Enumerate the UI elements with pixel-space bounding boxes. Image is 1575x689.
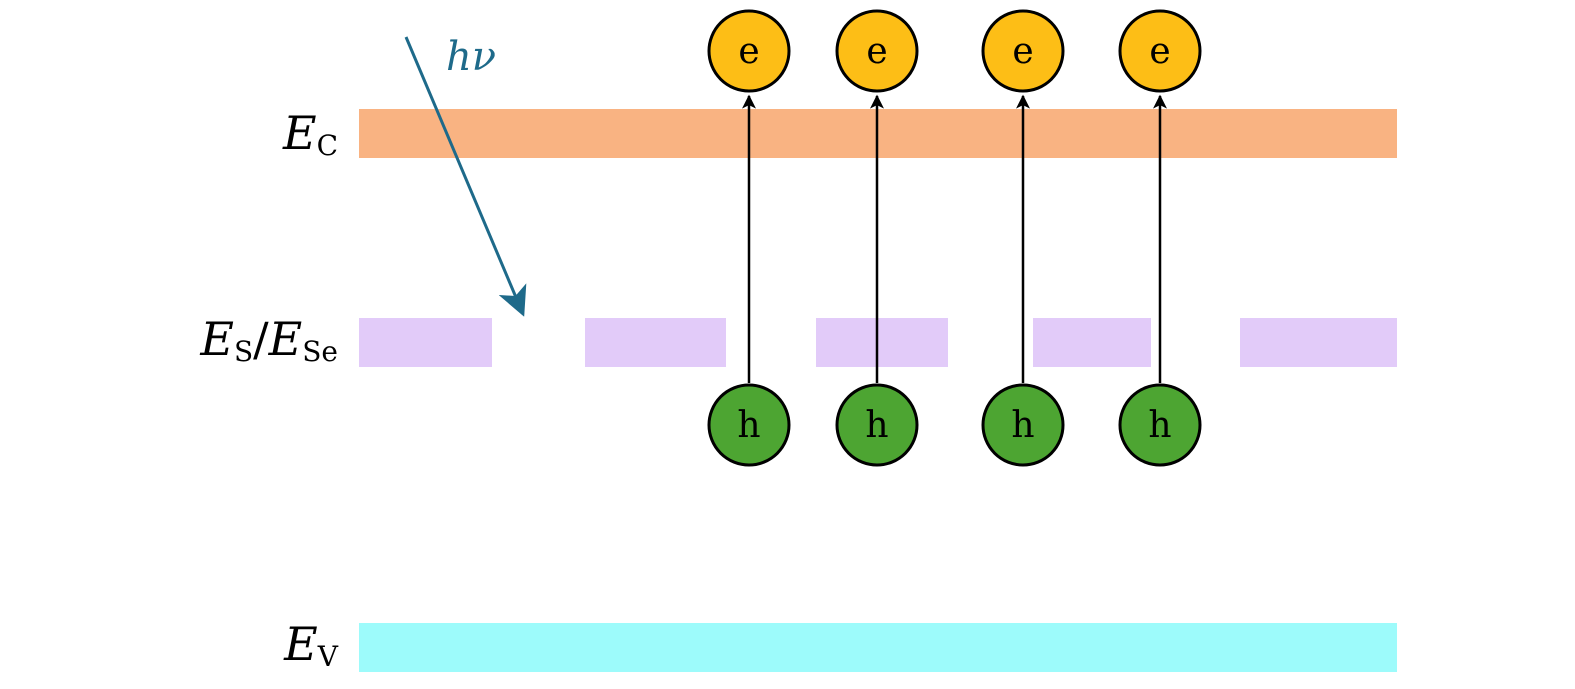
hole	[707, 383, 791, 467]
hole-label: h	[865, 405, 888, 446]
hole-label: h	[1148, 405, 1171, 446]
electron-label: e	[866, 31, 887, 72]
defect-level-segment	[1240, 318, 1397, 367]
transition: e h	[1118, 9, 1202, 467]
transition: e h	[835, 9, 919, 467]
electron-label: e	[1149, 31, 1170, 72]
defect-level-segment	[816, 318, 948, 367]
transition: e h	[981, 9, 1065, 467]
hole	[1118, 383, 1202, 467]
photon-label: hν	[446, 34, 496, 80]
electron	[707, 9, 791, 93]
transitions: e h e h e h e h	[707, 9, 1202, 467]
valence-band-label: EV	[283, 617, 339, 673]
hole-label: h	[737, 405, 760, 446]
valence-band	[359, 623, 1397, 672]
defect-level	[359, 318, 1397, 367]
hole	[981, 383, 1065, 467]
electron-label: e	[738, 31, 759, 72]
electron	[981, 9, 1065, 93]
hole-label: h	[1011, 405, 1034, 446]
defect-level-segment	[1033, 318, 1151, 367]
defect-level-label: ES/ESe	[199, 312, 338, 368]
defect-level-segment	[585, 318, 726, 367]
electron-label: e	[1012, 31, 1033, 72]
photon-arrow	[404, 36, 527, 317]
transition: e h	[707, 9, 791, 467]
electron	[835, 9, 919, 93]
conduction-band-label: EC	[282, 106, 338, 162]
hole	[835, 383, 919, 467]
electron	[1118, 9, 1202, 93]
defect-level-segment	[359, 318, 492, 367]
